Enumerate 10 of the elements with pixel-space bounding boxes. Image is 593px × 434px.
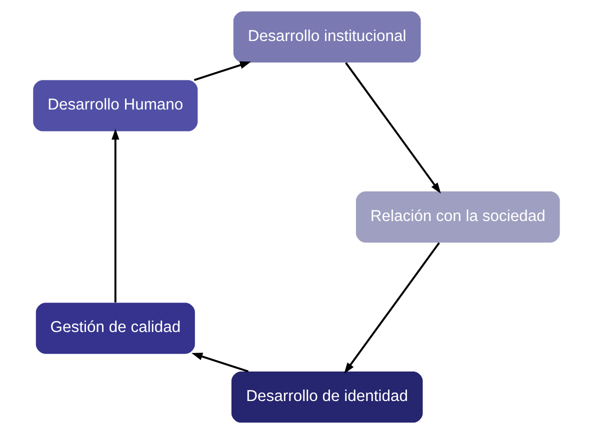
- arrow: [194, 61, 252, 82]
- arrow: [345, 62, 441, 194]
- arrow: [344, 242, 440, 374]
- arrow: [112, 128, 120, 303]
- node-box: Relación con la sociedad: [356, 191, 560, 243]
- arrow: [191, 352, 249, 372]
- node-box: Gestión de calidad: [36, 302, 195, 354]
- node-box: Desarrollo de identidad: [231, 371, 423, 423]
- node-box: Desarrollo Humano: [33, 80, 198, 132]
- node-box: Desarrollo institucional: [233, 11, 421, 63]
